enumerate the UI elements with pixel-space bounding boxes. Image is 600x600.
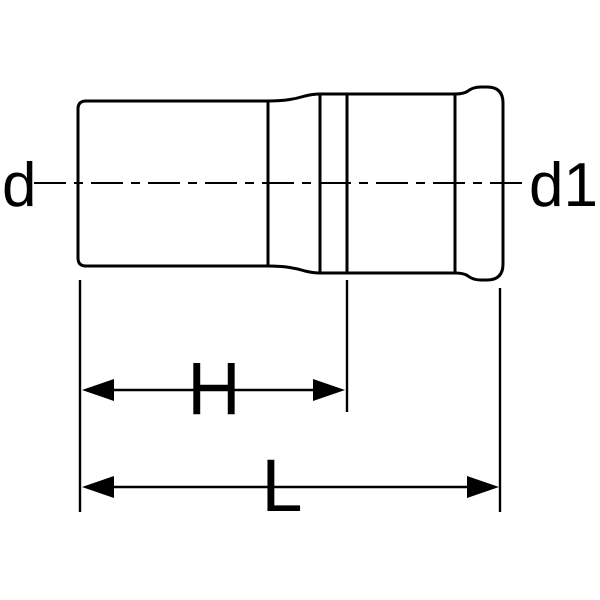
diameter-d1-label: d1 <box>529 151 598 220</box>
l-arrowhead-right-icon <box>467 476 499 498</box>
h-dimension-label: H <box>187 347 240 430</box>
l-arrowhead-left-icon <box>82 476 114 498</box>
transition-top-contour <box>266 92 457 103</box>
diameter-d-label: d <box>2 151 36 220</box>
press-end-bead-outline <box>453 85 505 282</box>
spigot-body-outline <box>76 99 270 268</box>
h-arrowhead-right-icon <box>313 379 345 401</box>
h-arrowhead-left-icon <box>82 379 114 401</box>
l-dimension-label: L <box>261 444 302 527</box>
transition-bottom-contour <box>266 264 457 275</box>
